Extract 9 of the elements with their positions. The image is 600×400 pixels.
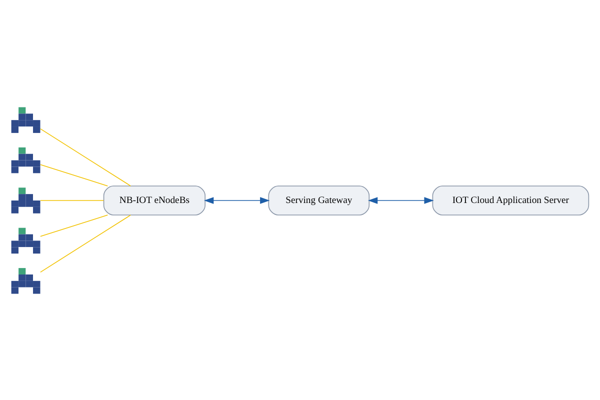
connector <box>40 128 131 186</box>
connector <box>40 214 131 272</box>
node-box: NB-IOT eNodeBs <box>103 185 206 215</box>
node-box: Serving Gateway <box>268 185 370 215</box>
node-box: IOT Cloud Application Server <box>432 185 590 215</box>
arrow <box>368 196 434 204</box>
connector <box>40 164 108 186</box>
connector <box>40 214 108 236</box>
arrow <box>204 196 270 204</box>
